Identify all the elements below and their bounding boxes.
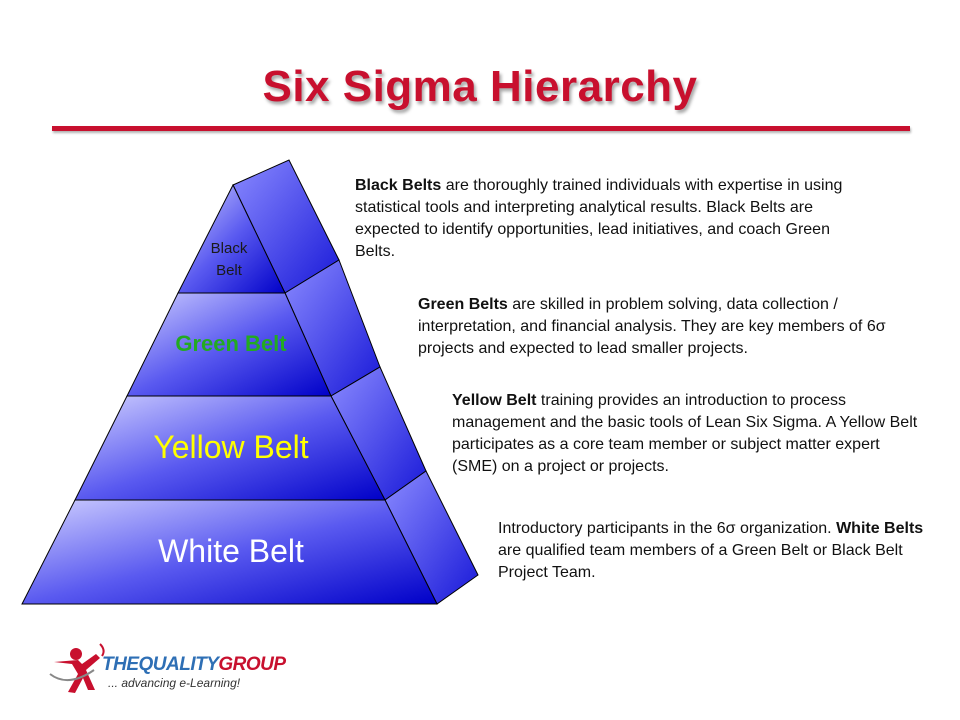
black-belt-description: Black Belts are thoroughly trained indiv…: [355, 175, 865, 263]
white-belt-label: White Belt: [158, 533, 304, 569]
yellow-belt-label: Yellow Belt: [153, 429, 308, 465]
yellow-belt-text: training provides an introduction to pro…: [452, 392, 918, 475]
slide-title: Six Sigma Hierarchy: [262, 62, 698, 111]
black-belt-label-line1: Black: [211, 240, 248, 257]
logo-flame: [99, 643, 105, 657]
black-belt-text: are thoroughly trained individuals with …: [355, 177, 843, 260]
white-belt-term: White Belts: [836, 520, 924, 537]
logo-word-quality: THEQUALITY: [102, 654, 219, 675]
logo-tagline: ... advancing e-Learning!: [108, 676, 241, 690]
white-belt-text: are qualified team members of a Green Be…: [498, 542, 903, 581]
green-belt-label: Green Belt: [175, 331, 287, 356]
yellow-belt-description: Yellow Belt training provides an introdu…: [452, 390, 922, 478]
level-white-belt: [21, 499, 438, 605]
green-belt-description: Green Belts are skilled in problem solvi…: [418, 294, 930, 360]
black-belt-term: Black Belts: [355, 177, 442, 194]
yellow-belt-term: Yellow Belt: [452, 392, 537, 409]
white-belt-description: Introductory participants in the 6σ orga…: [498, 518, 938, 584]
title-underline: [52, 126, 910, 131]
green-belt-text: are skilled in problem solving, data col…: [418, 296, 886, 357]
logo-swoosh: [49, 669, 95, 681]
logo-word-group: GROUP: [218, 654, 286, 675]
logo-wordmark: THEQUALITYGROUP: [102, 654, 286, 676]
black-belt-label-line2: Belt: [216, 262, 243, 279]
logo-figure-body: [54, 654, 100, 693]
green-belt-term: Green Belts: [418, 296, 508, 313]
company-logo: [49, 643, 105, 693]
logo-figure-head: [70, 648, 82, 660]
white-belt-intro: Introductory participants in the 6σ orga…: [498, 520, 837, 537]
